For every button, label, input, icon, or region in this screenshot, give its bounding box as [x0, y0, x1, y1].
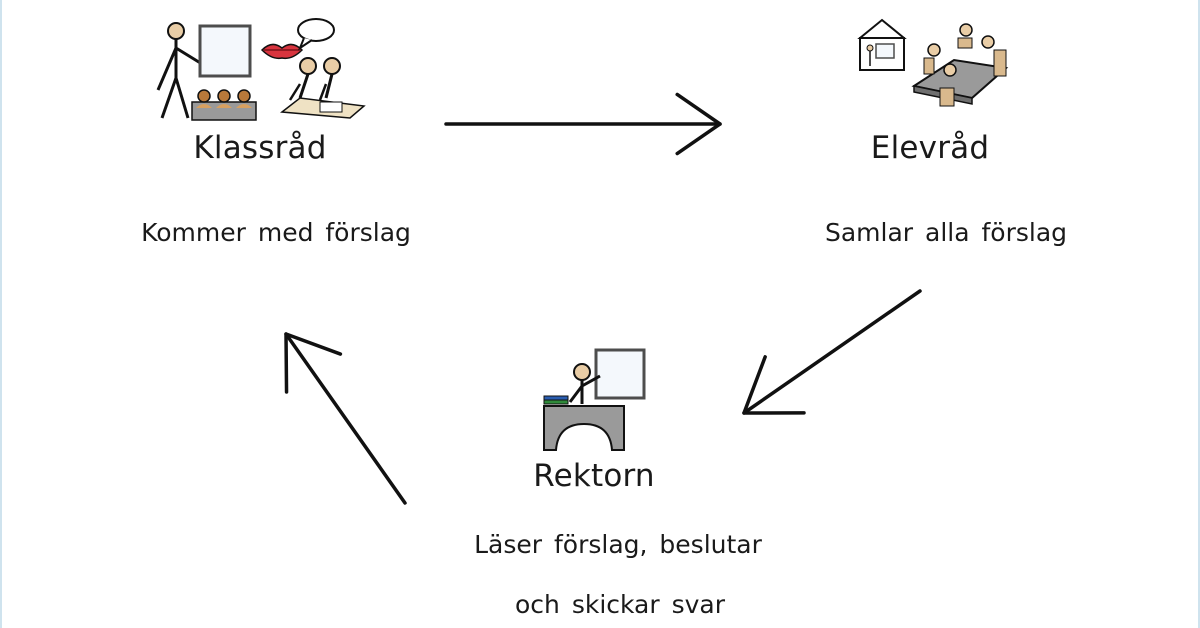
- principal-desk-icon: [543, 348, 646, 451]
- arrowhead-klassrad-to-elevrad: [675, 92, 722, 156]
- arrow-elevrad-to-rektorn: [742, 289, 922, 415]
- node-title-rektorn: Rektorn: [533, 458, 655, 494]
- arrowhead-elevrad-to-rektorn: [742, 355, 806, 415]
- node-desc-rektorn-line1: Läser förslag, beslutar: [474, 530, 762, 559]
- teacher-class-discussion-icon: [156, 18, 366, 121]
- arrowhead-rektorn-to-klassrad: [284, 332, 343, 394]
- node-title-elevrad: Elevråd: [870, 130, 990, 166]
- node-desc-elevrad: Samlar alla förslag: [824, 218, 1068, 247]
- arrow-rektorn-to-klassrad: [284, 332, 407, 505]
- node-desc-rektorn-line2: och skickar svar: [514, 590, 726, 619]
- node-desc-klassrad: Kommer med förslag: [141, 218, 411, 247]
- meeting-table-icon: [857, 18, 1009, 107]
- node-title-klassrad: Klassråd: [193, 130, 327, 166]
